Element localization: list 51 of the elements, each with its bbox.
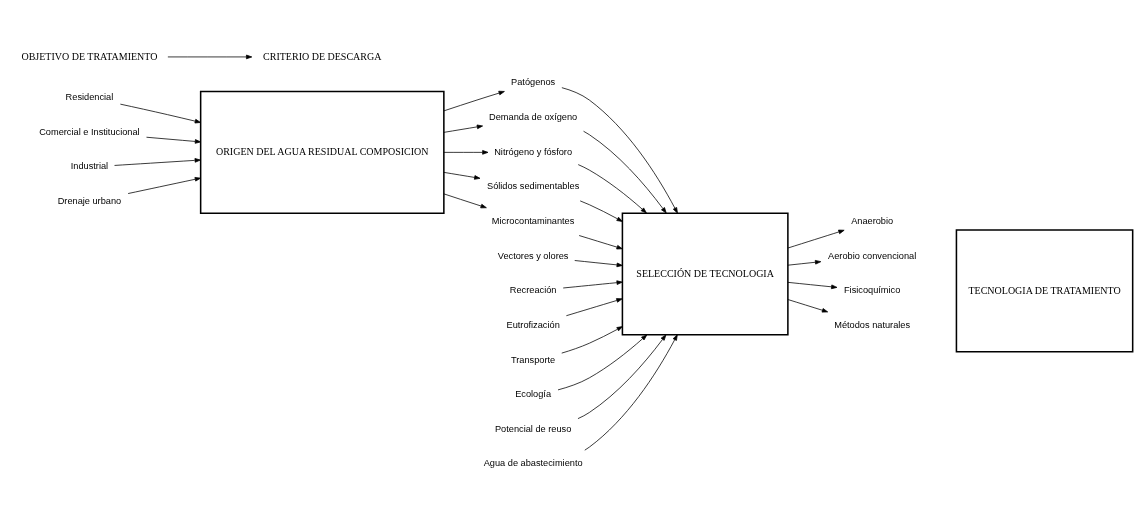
arrow xyxy=(443,124,483,133)
node-text: OBJETIVO DE TRATAMIENTO xyxy=(21,50,158,62)
arrow xyxy=(574,260,623,268)
arrow xyxy=(577,334,667,419)
arrow xyxy=(787,281,838,290)
node-box: SELECCIÓN DE TECNOLOGIA xyxy=(621,212,789,336)
node-text: Agua de abastecimiento xyxy=(483,458,583,469)
node-text: Residencial xyxy=(65,92,114,103)
node-text: Recreación xyxy=(509,285,557,296)
node-text: Métodos naturales xyxy=(834,319,911,330)
arrow xyxy=(562,280,623,289)
node-text: Ecología xyxy=(515,389,552,400)
arrow xyxy=(443,90,505,112)
arrow xyxy=(579,200,623,222)
node-text: Fisicoquímico xyxy=(843,285,901,296)
node-text: Drenaje urbano xyxy=(57,196,122,207)
arrow xyxy=(584,334,678,451)
arrow xyxy=(583,130,667,214)
node-text: Potencial de reuso xyxy=(494,423,572,434)
node-text: Patógenos xyxy=(511,77,556,88)
arrow xyxy=(443,171,481,180)
arrow xyxy=(787,229,845,249)
arrow xyxy=(561,326,623,354)
arrow xyxy=(787,260,822,266)
node-text: Sólidos sedimentables xyxy=(487,181,580,192)
arrow xyxy=(443,193,487,209)
arrow xyxy=(561,87,678,214)
node-text: Demanda de oxígeno xyxy=(489,112,578,123)
arrow xyxy=(577,164,647,214)
arrow xyxy=(578,235,623,250)
arrow xyxy=(167,54,253,60)
arrow xyxy=(557,334,648,391)
arrow xyxy=(443,150,489,155)
arrow xyxy=(787,299,829,313)
node-text: Aerobio convencional xyxy=(828,250,917,261)
arrow xyxy=(127,177,201,194)
node-text: Eutrofización xyxy=(506,319,560,330)
node-text: Anaerobio xyxy=(851,216,894,227)
node-text: Microcontaminantes xyxy=(491,216,575,227)
arrow xyxy=(146,136,202,144)
arrow xyxy=(120,103,201,124)
node-text: CRITERIO DE DESCARGA xyxy=(263,50,382,62)
node-text: Vectores y olores xyxy=(497,250,569,261)
node-text: Transporte xyxy=(511,354,556,365)
node-text: Industrial xyxy=(70,161,109,172)
node-box: ORIGEN DEL AGUA RESIDUAL COMPOSICION xyxy=(199,90,445,214)
arrow xyxy=(566,298,623,317)
node-text: Nitrógeno y fósforo xyxy=(494,146,573,157)
node-box: TECNOLOGIA DE TRATAMIENTO xyxy=(955,229,1134,353)
node-text: Comercial e Institucional xyxy=(39,126,140,137)
arrow xyxy=(114,158,201,166)
